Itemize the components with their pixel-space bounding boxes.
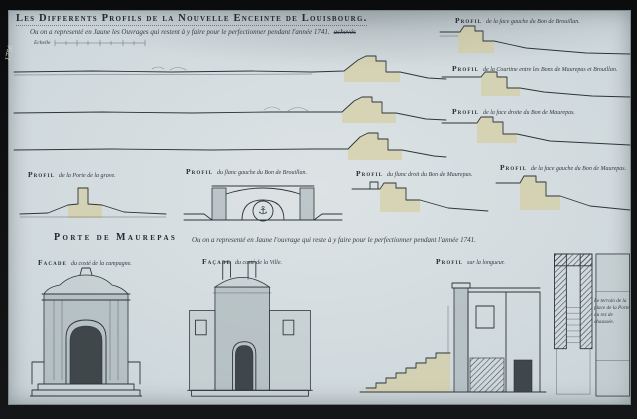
label-caps: Facade: [38, 258, 67, 267]
subtitle-text: Ou on a representé en Jaune les Ouvrages…: [30, 28, 330, 36]
porte-section-subtitle: Ou on a representé en Jaune l'ouvrage qu…: [192, 236, 476, 244]
label-rest: de la Porte de la grave.: [59, 173, 116, 179]
label-facade-campagne: Facade du costé de la campagne.: [38, 252, 132, 270]
porte-section-title: Porte de Maurepas: [54, 232, 178, 243]
sheet-title: Les Differents Profils de la Nouvelle En…: [16, 13, 368, 26]
label-caps: Profil: [455, 16, 483, 25]
label-profil-porte-de-la-grave: Profil de la Porte de la grave.: [28, 164, 158, 182]
label-caps: Profil: [500, 163, 528, 172]
drawing-profil-flanc-gauche-brouillan: [183, 185, 343, 222]
drawing-profil-courtine: [441, 71, 631, 98]
label-rest: de la Courtine entre les Bons de Maurepa…: [483, 67, 618, 73]
label-profil-face-gauche-brouillan: Profil de la face gauche du Bon de Broui…: [455, 10, 631, 28]
subtitle-struck-word: achevés: [333, 28, 356, 36]
label-caps: Profil: [28, 170, 56, 179]
drawing-long-profile-1: [13, 55, 447, 82]
label-rest: de la face gauche du Bon de Brouillan.: [486, 19, 580, 25]
label-rest: du costé de la Ville.: [234, 260, 283, 266]
drawing-gate-plan: [554, 253, 630, 397]
label-caps: Profil: [436, 257, 464, 266]
label-profil-face-gauche-maurepas: Profil de la face gauche du Bon de Maure…: [500, 157, 632, 175]
label-profil-longueur: Profil sur la longueur.: [436, 251, 505, 269]
label-profil-courtine: Profil de la Courtine entre les Bons de …: [452, 58, 632, 76]
label-rest: du flanc droit du Bon de Maurepas.: [387, 172, 473, 178]
drawing-profil-flanc-droit-maurepas: [351, 181, 489, 212]
sheet-subtitle: Ou on a representé en Jaune les Ouvrages…: [30, 28, 356, 36]
drawing-facade-campagne: [30, 267, 142, 397]
label-rest: sur la longueur.: [467, 260, 505, 266]
label-rest: de la face gauche du Bon de Maurepas.: [531, 166, 627, 172]
label-profil-flanc-gauche-brouillan: Profil du flanc gauche du Bon de Brouill…: [186, 161, 338, 179]
drawing-long-profile-2: [13, 96, 447, 123]
label-caps: Façade: [202, 257, 231, 266]
scale-label: Echelle: [34, 40, 51, 46]
label-rest: du costé de la campagne.: [70, 261, 132, 267]
drawing-profil-longueur: [359, 282, 547, 393]
scale-ruler: [54, 39, 145, 47]
label-profil-flanc-droit-maurepas: Profil du flanc droit du Bon de Maurepas…: [356, 163, 488, 181]
label-caps: Profil: [452, 107, 480, 116]
label-caps: Profil: [452, 64, 480, 73]
label-rest: du flanc gauche du Bon de Brouillan.: [217, 170, 307, 176]
label-profil-face-droite-maurepas: Profil de la face droite du Bon de Maure…: [452, 101, 632, 119]
scale-bar: Echelle: [34, 39, 146, 47]
drawing-long-profile-3: [13, 132, 447, 160]
label-caps: Profil: [186, 167, 214, 176]
drawing-profil-face-droite-maurepas: [441, 116, 631, 146]
drawing-profil-porte-de-la-grave: [19, 187, 167, 218]
anchor-icon: ⚓: [258, 204, 268, 217]
label-facade-ville: Façade du costé de la Ville.: [202, 251, 282, 269]
label-caps: Profil: [356, 169, 384, 178]
drawing-profil-face-gauche-maurepas: [495, 175, 631, 211]
plan-note: Le terrain de la place de la Porte au re…: [594, 298, 630, 326]
drawing-profil-face-gauche-brouillan: [439, 25, 631, 55]
label-rest: de la face droite du Bon de Maurepas.: [483, 110, 575, 116]
drawing-facade-ville: [187, 261, 313, 397]
anchor-medallion: [252, 200, 274, 222]
